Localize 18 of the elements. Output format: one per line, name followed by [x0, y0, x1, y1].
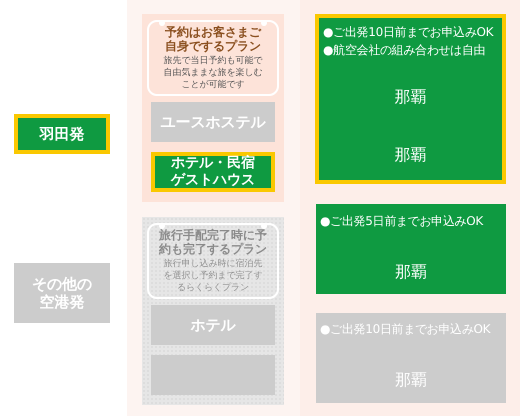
- destination-label: 那覇: [394, 88, 428, 106]
- flight-panel: [316, 313, 506, 403]
- plan-title: 予約はお客さまご自身でするプラン: [164, 24, 262, 54]
- condition-note: ●航空会社の組み合わせは自由: [323, 43, 486, 57]
- plan-panel: [142, 217, 284, 405]
- plan-description: 旅行申し込み時に宿泊先を選択し予約まで完了するらくらくプラン: [163, 259, 263, 294]
- flight-panel: [316, 204, 506, 294]
- condition-note: ●ご出発10日前までお申込みOK: [323, 25, 494, 39]
- destination-label: 那覇: [394, 146, 428, 164]
- lodging-option: ホテル・民宿ゲストハウス: [151, 152, 275, 192]
- plan-description: 旅先で当日予約も可能で自由気ままな旅を楽しむことが可能です: [163, 56, 263, 92]
- departure-option: 羽田発: [14, 114, 110, 154]
- destination-label: 那覇: [394, 263, 428, 281]
- lodging-option: [151, 355, 275, 395]
- flight-panel: [315, 14, 506, 184]
- condition-note: ●ご出発5日前までお申込みOK: [320, 214, 484, 228]
- plan-title: 旅行手配完了時に予約も完了するプラン: [158, 228, 268, 256]
- plan-panel: [142, 14, 284, 202]
